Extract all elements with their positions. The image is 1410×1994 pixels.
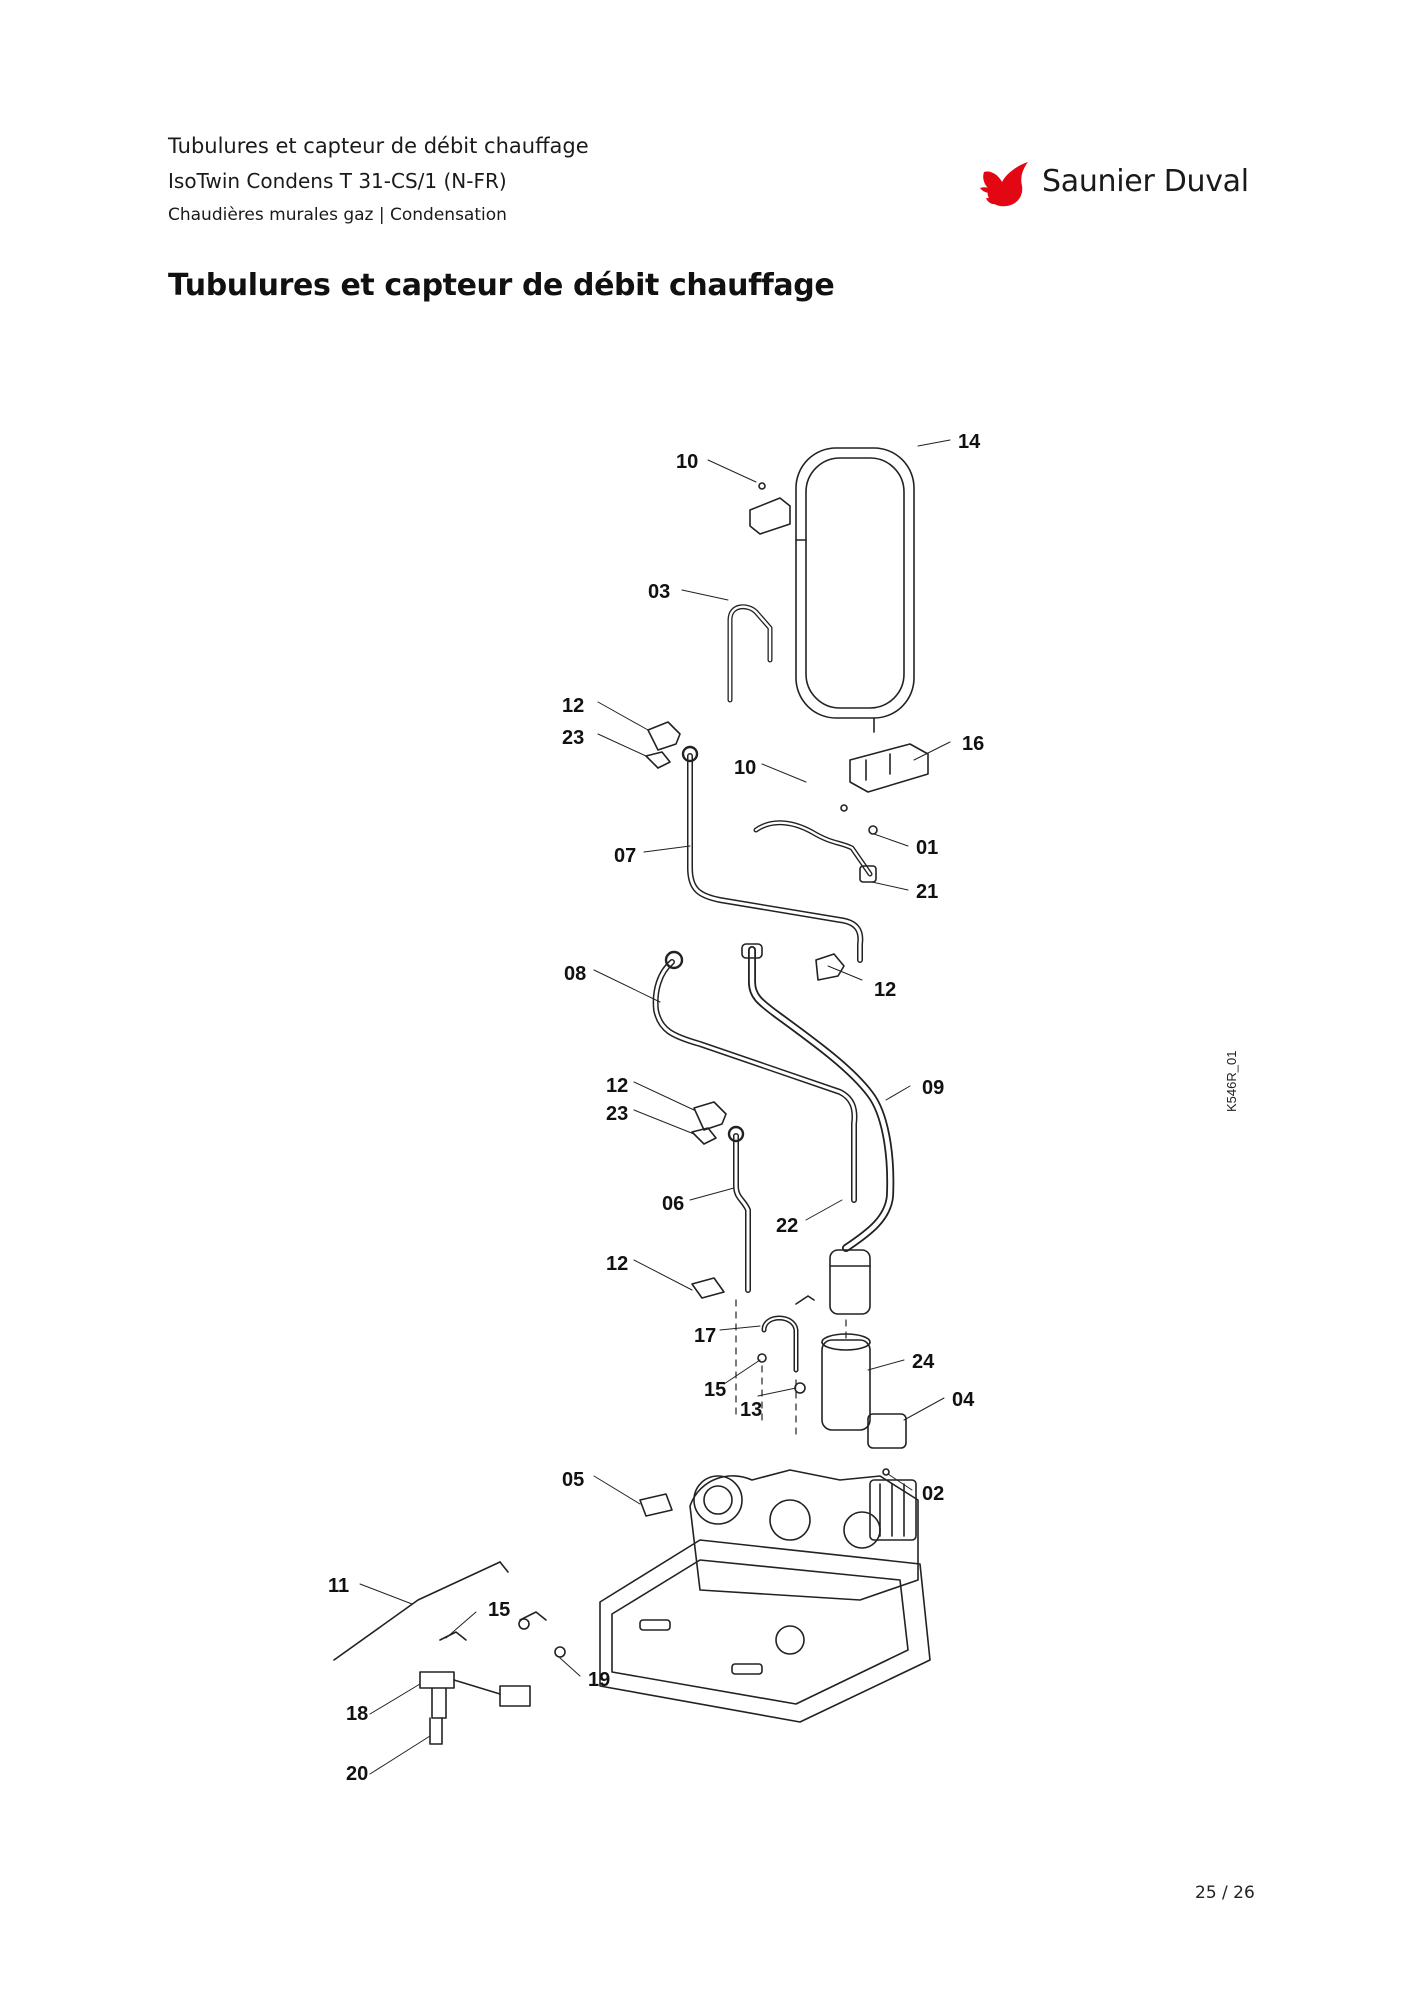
callout: 14 xyxy=(958,431,981,453)
page-title: Tubulures et capteur de débit chauffage xyxy=(168,268,835,303)
connector-04 xyxy=(867,1413,907,1449)
clip-23-top xyxy=(645,751,671,769)
seal-01 xyxy=(868,825,878,835)
screw-02 xyxy=(882,1468,890,1476)
pipe-17 xyxy=(761,1315,799,1373)
header-category: Chaudières murales gaz | Condensation xyxy=(168,205,507,225)
callout: 02 xyxy=(922,1483,944,1505)
callout: 13 xyxy=(740,1399,762,1421)
callout: 12 xyxy=(606,1075,628,1097)
red-bird-logo-icon xyxy=(980,162,1028,207)
callout: 21 xyxy=(916,881,938,903)
callout: 16 xyxy=(962,733,984,755)
valve-assembly xyxy=(419,1611,566,1745)
callout: 07 xyxy=(614,845,636,867)
expansion-vessel xyxy=(795,447,915,733)
pipe-07 xyxy=(687,753,864,963)
clip-12-left xyxy=(693,1101,727,1131)
callout: 12 xyxy=(562,695,584,717)
seal-15 xyxy=(757,1353,767,1363)
callout: 09 xyxy=(922,1077,944,1099)
page-number: 25 / 26 xyxy=(1195,1883,1255,1903)
callout: 24 xyxy=(912,1351,935,1373)
callout: 06 xyxy=(662,1193,684,1215)
clip-12-lower xyxy=(691,1277,725,1299)
callout: 04 xyxy=(952,1389,975,1411)
clip-12-top xyxy=(647,721,681,751)
seal-19 xyxy=(554,1646,566,1658)
callout: 03 xyxy=(648,581,670,603)
plate-11 xyxy=(333,1561,501,1661)
callout: 23 xyxy=(562,727,584,749)
callout: 23 xyxy=(606,1103,628,1125)
flow-sensor-24 xyxy=(821,1339,871,1431)
pipe-09 xyxy=(748,946,895,1252)
clip-23-left xyxy=(691,1127,717,1145)
brand-name: Saunier Duval xyxy=(1042,164,1249,199)
header-section-title: Tubulures et capteur de débit chauffage xyxy=(168,134,589,158)
vessel-bracket xyxy=(749,497,791,535)
callout: 12 xyxy=(874,979,896,1001)
callout: 15 xyxy=(704,1379,726,1401)
callout: 01 xyxy=(916,837,938,859)
callout: 12 xyxy=(606,1253,628,1275)
callout: 11 xyxy=(328,1575,349,1597)
callout: 18 xyxy=(346,1703,368,1725)
hydraulic-block xyxy=(599,1469,931,1723)
clip-15-lower xyxy=(519,1611,547,1621)
callout: 17 xyxy=(694,1325,716,1347)
callout: 05 xyxy=(562,1469,584,1491)
pipe-06 xyxy=(733,1133,751,1293)
callout: 19 xyxy=(588,1669,610,1691)
callout: 20 xyxy=(346,1763,368,1785)
callout: 15 xyxy=(488,1599,510,1621)
callout: 10 xyxy=(676,451,698,473)
figure-reference: K546R_01 xyxy=(1224,1051,1239,1112)
header-product-name: IsoTwin Condens T 31-CS/1 (N-FR) xyxy=(168,169,507,193)
callout: 08 xyxy=(564,963,586,985)
flow-sensor-housing xyxy=(821,1249,871,1431)
callout: 22 xyxy=(776,1215,798,1237)
callout: 10 xyxy=(734,757,756,779)
bracket-16 xyxy=(849,743,929,793)
clip-05 xyxy=(639,1493,673,1517)
fitting-21 xyxy=(859,865,877,883)
